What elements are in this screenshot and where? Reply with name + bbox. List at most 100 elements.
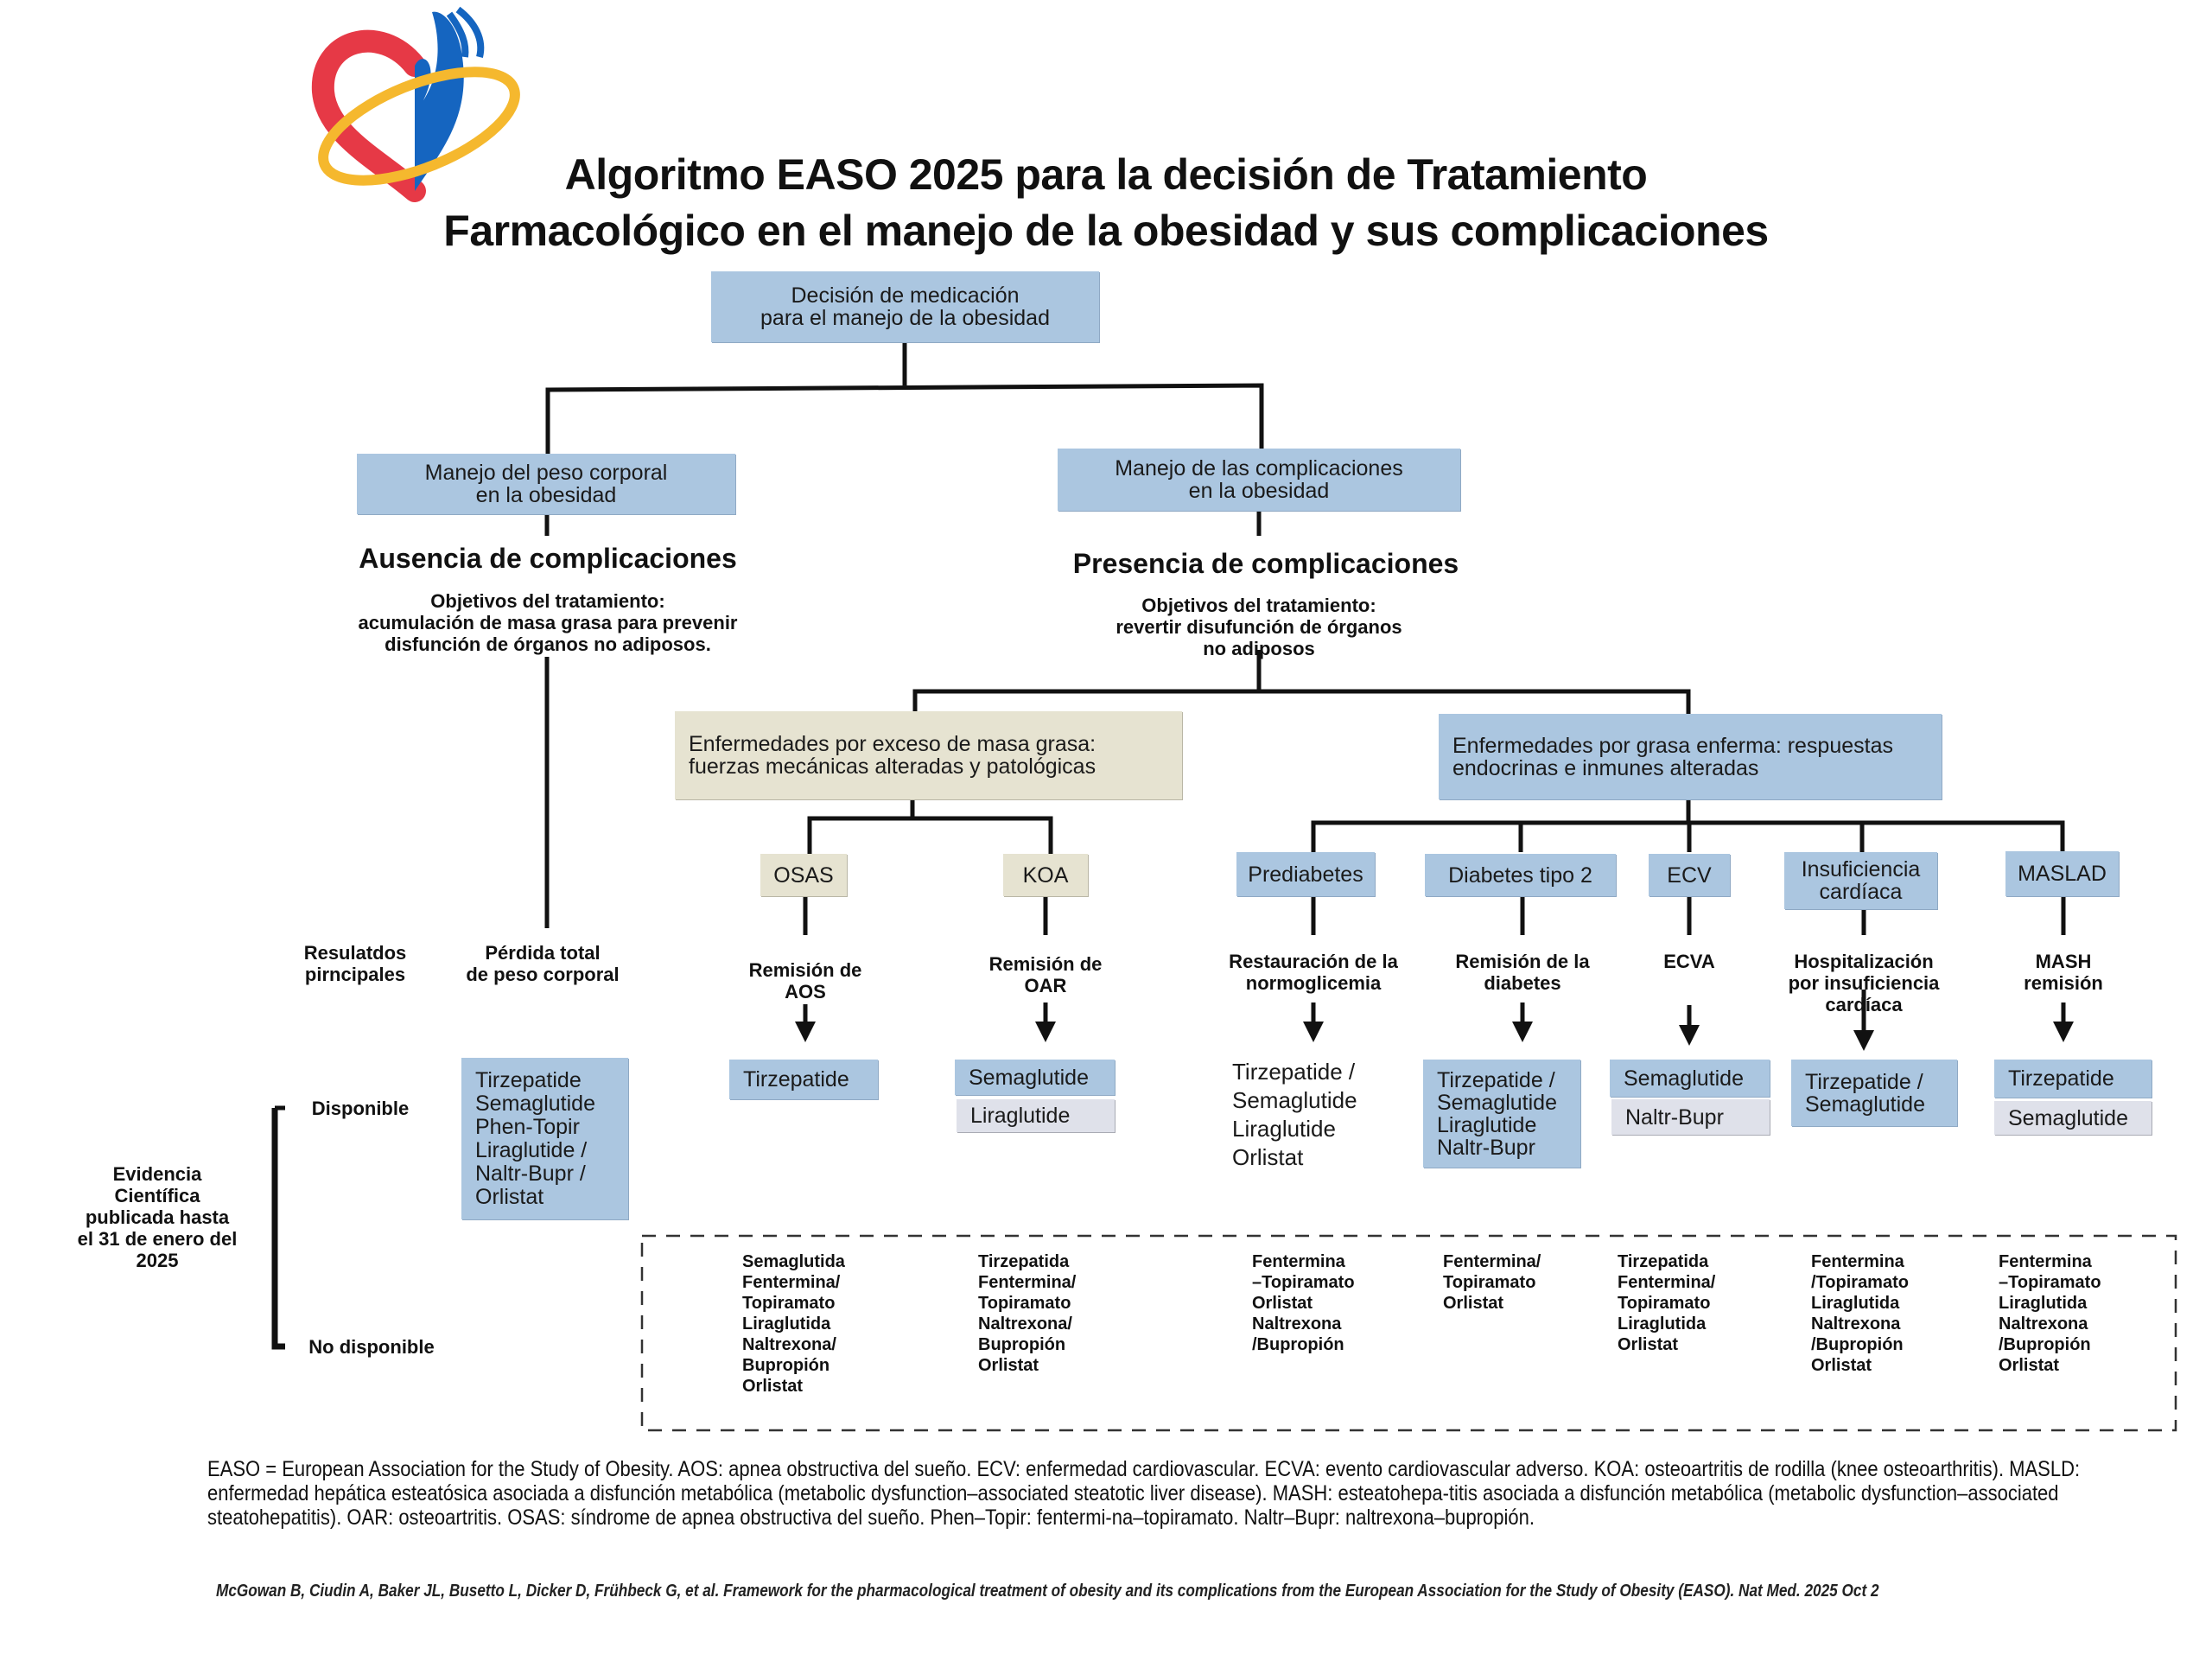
category-excess-fat-box-line: fuerzas mecánicas alteradas y patológica… (689, 754, 1096, 779)
not-available-drug: Fentermina/ (1443, 1252, 1541, 1271)
evidence-label-line: 2025 (136, 1250, 179, 1271)
condition-outcome-5-line: cardíaca (1825, 994, 1903, 1015)
footnote: EASO = European Association for the Stud… (207, 1457, 2081, 1530)
complications-management-box-line: en la obesidad (1188, 479, 1330, 503)
not-available-drug: Naltrexona/ (742, 1335, 836, 1354)
category-sick-fat-box-line: endocrinas e inmunes alteradas (1452, 755, 1759, 780)
not-available-drug: Naltrexona (1811, 1314, 1901, 1333)
not-available-drug: Fentermina (1999, 1252, 2092, 1271)
not-available-drug: /Bupropión (1811, 1335, 1904, 1354)
category-sick-fat-box-line: Enfermedades por grasa enferma: respuest… (1452, 733, 1893, 758)
evidence-label-line: el 31 de enero del (77, 1228, 238, 1250)
condition-2-available-drugs-0-line: Liraglutide (1232, 1116, 1336, 1142)
condition-5-available-drugs-0: Tirzepatide /Semaglutide (1791, 1060, 1957, 1126)
condition-box-2: Prediabetes (1236, 852, 1375, 896)
condition-outcome-2-line: normoglicemia (1245, 972, 1382, 994)
left-outcome-label-line: de peso corporal (466, 964, 620, 985)
condition-3-available-drugs-0-line: Semaglutide (1437, 1090, 1557, 1115)
not-available-drug: Topiramato (1618, 1294, 1711, 1313)
not-available-drug: Bupropión (742, 1356, 830, 1375)
arrow-head-icon (1303, 1022, 1324, 1042)
not-available-drug: Liraglutida (1999, 1294, 2088, 1313)
not-available-drug: Orlistat (1999, 1356, 2060, 1375)
title-line-1: Algoritmo EASO 2025 para la decisión de … (564, 150, 1648, 199)
condition-0-available-drugs-0: Tirzepatide (729, 1060, 878, 1099)
condition-outcome-0-line: Remisión de (748, 959, 862, 981)
condition-box-4: ECV (1649, 854, 1730, 896)
condition-6-available-drugs-0: Tirzepatide (1994, 1060, 2152, 1098)
category-excess-fat-box: Enfermedades por exceso de masa grasa:fu… (675, 711, 1182, 799)
condition-outcome-5-line: por insuficiencia (1788, 972, 1940, 994)
not-available-drug: Orlistat (1252, 1294, 1313, 1313)
left-available-drugs-line: Naltr-Bupr / (475, 1161, 586, 1186)
not-available-drug: Semaglutida (742, 1252, 845, 1271)
not-available-drug: Tirzepatida (1618, 1252, 1709, 1271)
not-available-drug: Fentermina (1811, 1252, 1904, 1271)
right-objectives-line: Objetivos del tratamiento: (1141, 595, 1376, 616)
arrow-head-icon (1853, 1030, 1874, 1051)
condition-6-available-drugs-1: Semaglutide (1994, 1101, 2152, 1135)
not-available-drug: Bupropión (978, 1335, 1066, 1354)
right-objectives-line: no adiposos (1203, 638, 1315, 659)
condition-outcome-1-line: Remisión de (988, 953, 1103, 975)
not-available-drug: /Topiramato (1811, 1273, 1909, 1292)
right-objectives-line: revertir disufunción de órganos (1116, 616, 1402, 638)
condition-6-available-drugs-1-line: Semaglutide (2008, 1105, 2128, 1130)
citation: McGowan B, Ciudin A, Baker JL, Busetto L… (216, 1582, 1879, 1601)
not-available-drug: Orlistat (1443, 1294, 1504, 1313)
not-available-drug: –Topiramato (1252, 1273, 1355, 1292)
condition-outcome-4: ECVA (1663, 951, 1715, 972)
condition-outcome-3-line: Remisión de la (1455, 951, 1590, 972)
not-available-drug: Fentermina/ (742, 1273, 841, 1292)
available-label: Disponible (311, 1098, 410, 1119)
condition-2-available-drugs-0-line: Orlistat (1232, 1144, 1304, 1170)
not-available-drug: Topiramato (1443, 1273, 1536, 1292)
category-sick-fat-box: Enfermedades por grasa enferma: respuest… (1439, 714, 1942, 799)
condition-box-6-line: MASLAD (2018, 862, 2107, 886)
weight-management-box-line: Manejo del peso corporal (424, 461, 668, 485)
arrow-head-icon (1679, 1025, 1700, 1046)
condition-outcome-1-line: OAR (1024, 975, 1067, 996)
condition-3-available-drugs-0-line: Liraglutide (1437, 1112, 1537, 1137)
not-available-drug: Liraglutida (1811, 1294, 1900, 1313)
condition-box-5-line: cardíaca (1819, 880, 1903, 904)
condition-box-2-line: Prediabetes (1248, 862, 1363, 887)
condition-1-available-drugs-1: Liraglutide (957, 1099, 1115, 1132)
not-available-drug: /Bupropión (1999, 1335, 2091, 1354)
not-available-dashed-box (640, 1234, 2177, 1432)
condition-box-1-line: KOA (1022, 862, 1069, 888)
left-outcome-label-line: Pérdida total (485, 942, 601, 964)
condition-1-available-drugs-0: Semaglutide (955, 1060, 1115, 1095)
outcomes-row-label-line: pirncipales (304, 964, 406, 985)
condition-1-available-drugs-0-line: Semaglutide (969, 1065, 1089, 1090)
not-available-drug: Orlistat (1811, 1356, 1872, 1375)
evidence-label-line: Evidencia (112, 1163, 202, 1185)
outcomes-row-label-line: Resulatdos (303, 942, 407, 964)
left-available-drugs-line: Orlistat (475, 1184, 544, 1209)
evidence-label-line: Científica (114, 1185, 200, 1206)
left-available-drugs-line: Phen-Topir (475, 1114, 580, 1139)
not-available-drug: Topiramato (742, 1294, 836, 1313)
condition-box-0: OSAS (760, 854, 847, 896)
not-available-drug: Liraglutida (1618, 1314, 1707, 1333)
not-available-drug: –Topiramato (1999, 1273, 2101, 1292)
title-line-2: Farmacológico en el manejo de la obesida… (443, 207, 1769, 255)
condition-4-available-drugs-0-line: Semaglutide (1624, 1066, 1744, 1091)
left-available-drugs-line: Semaglutide (475, 1091, 595, 1116)
condition-1-available-drugs-1-line: Liraglutide (970, 1104, 1071, 1128)
